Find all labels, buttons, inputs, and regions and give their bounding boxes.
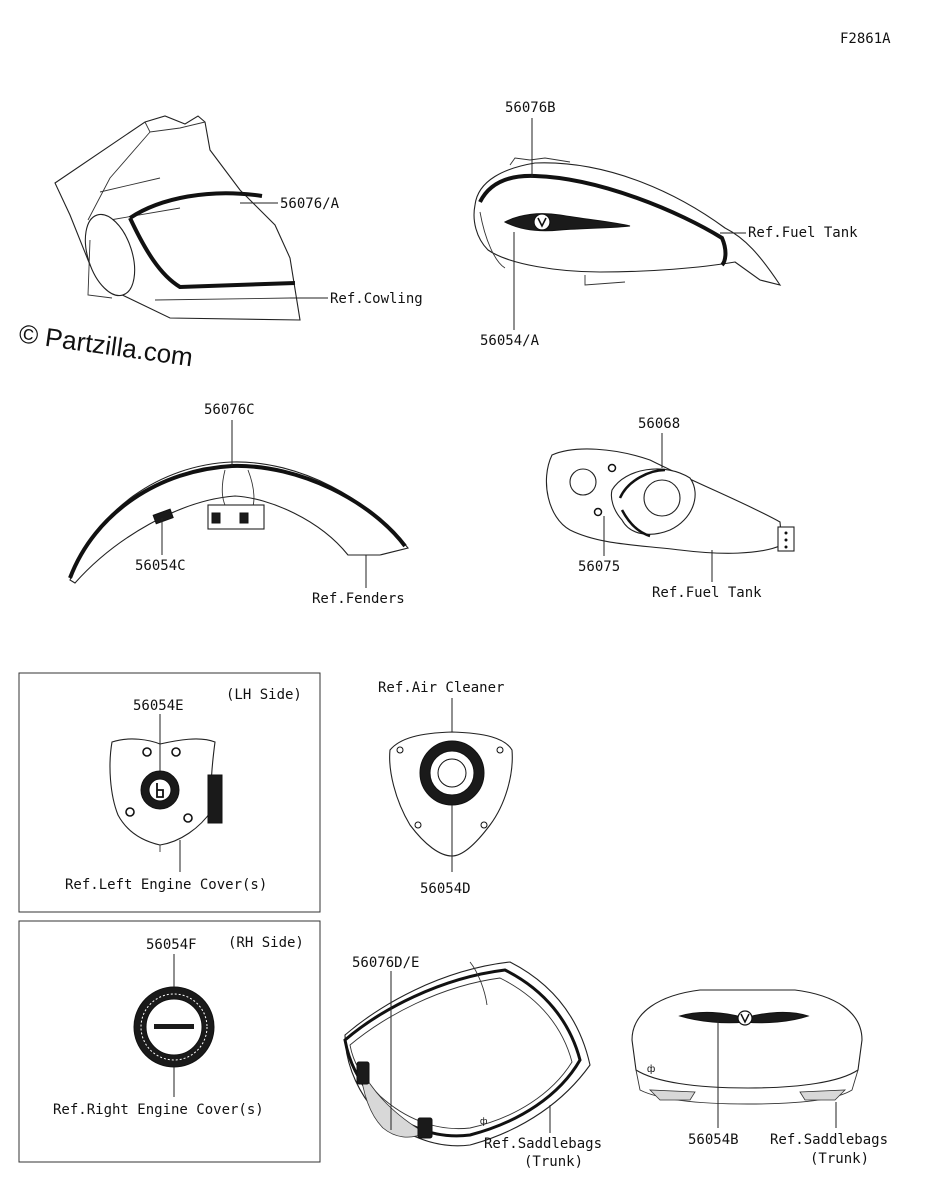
ref-saddlebags-2-label: Ref.Saddlebags xyxy=(770,1132,888,1148)
fender-stripe-label: 56076C xyxy=(204,402,255,418)
ref-right-cover-label: Ref.Right Engine Cover(s) xyxy=(53,1102,264,1118)
lh-cover-illustration xyxy=(109,738,223,852)
ref-fenders-label: Ref.Fenders xyxy=(312,591,405,607)
saddlebag-illustration: ф xyxy=(343,961,591,1147)
ref-cowling-label: Ref.Cowling xyxy=(330,291,423,307)
fuel-tank-top-illustration xyxy=(545,448,795,554)
cowling-illustration xyxy=(54,115,301,321)
trunk-illustration: ф xyxy=(631,989,863,1105)
watermark: © Partzilla.com xyxy=(17,318,195,372)
rh-cover-box xyxy=(18,920,321,1163)
lh-cover-box xyxy=(18,672,321,913)
air-emblem-label: 56054D xyxy=(420,881,471,897)
fender-emblem-label: 56054C xyxy=(135,558,186,574)
trunk-emblem-label: 56054B xyxy=(688,1132,739,1148)
ref-fuel-tank-top-label: Ref.Fuel Tank xyxy=(748,225,858,241)
trunk-1-label: (Trunk) xyxy=(524,1154,583,1170)
tank-stripe-label: 56076B xyxy=(505,100,556,116)
rh-side-label: (RH Side) xyxy=(228,935,304,951)
svg-text:ф: ф xyxy=(647,1063,655,1075)
ref-left-cover-label: Ref.Left Engine Cover(s) xyxy=(65,877,267,893)
figure-code: F2861A xyxy=(840,31,891,47)
saddle-stripe-label: 56076D/E xyxy=(352,955,419,971)
ref-fuel-tank-mid-label: Ref.Fuel Tank xyxy=(652,585,762,601)
tank-top-decal-label: 56068 xyxy=(638,416,680,432)
lh-side-label: (LH Side) xyxy=(226,687,302,703)
svg-text:ф: ф xyxy=(480,1116,488,1126)
air-cleaner-illustration xyxy=(389,731,513,857)
rh-emblem-label: 56054F xyxy=(146,937,197,953)
tank-emblem-label: 56054/A xyxy=(480,333,540,349)
rh-cover-illustration xyxy=(133,986,215,1068)
fender-illustration xyxy=(68,461,409,584)
ref-saddlebags-1-label: Ref.Saddlebags xyxy=(484,1136,602,1152)
ref-air-cleaner-label: Ref.Air Cleaner xyxy=(378,680,504,696)
lh-emblem-label: 56054E xyxy=(133,698,184,714)
tank-mark-label: 56075 xyxy=(578,559,620,575)
cowl-decal-label: 56076/A xyxy=(280,196,340,212)
trunk-2-label: (Trunk) xyxy=(810,1151,869,1167)
fuel-tank-illustration xyxy=(473,157,782,286)
